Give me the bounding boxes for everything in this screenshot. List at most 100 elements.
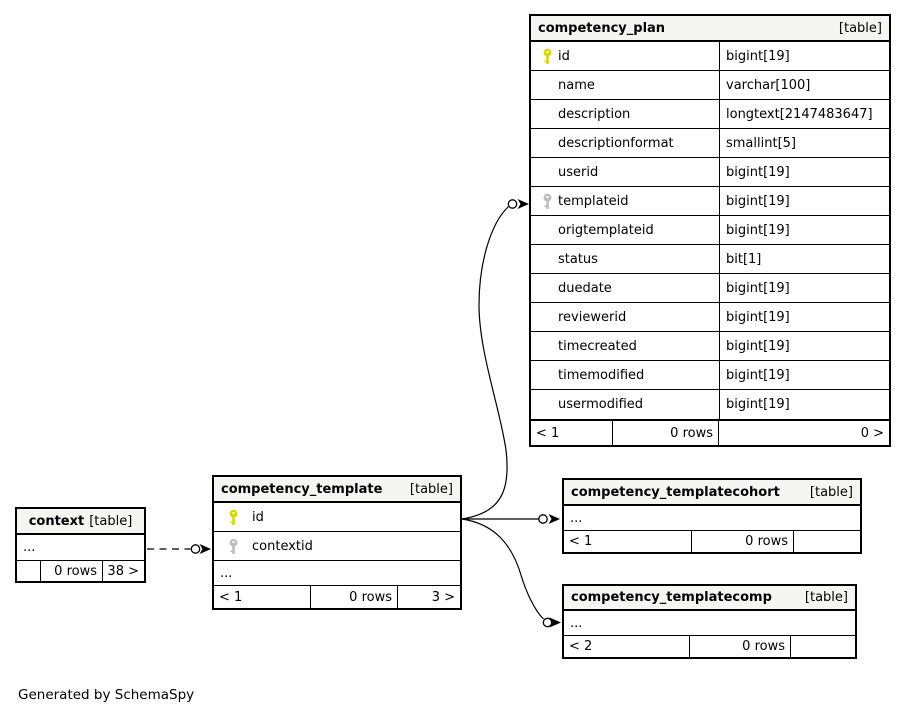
column-name: origtemplateid (558, 222, 654, 238)
connector-circle (507, 199, 518, 209)
column-name: status (558, 251, 598, 267)
pagination-next[interactable]: 0 > (718, 421, 889, 445)
row-count: 0 rows (691, 531, 793, 552)
column-row: contextid (214, 532, 460, 561)
column-name: templateid (558, 193, 629, 209)
table-name-link[interactable]: competency_template (221, 481, 383, 497)
column-name: contextid (252, 538, 313, 554)
column-name: duedate (558, 280, 612, 296)
fk-line-plan-templateid (461, 206, 509, 520)
column-type: smallint[5] (726, 135, 796, 151)
table-header: context [table] (17, 509, 144, 535)
column-name: timecreated (558, 338, 637, 354)
table-type-tag: [table] (809, 484, 853, 500)
column-row: descriptionformat smallint[5] (531, 129, 889, 158)
pagination-next[interactable]: 3 > (397, 586, 460, 608)
row-count: 0 rows (40, 561, 102, 581)
column-type: bigint[19] (726, 367, 790, 383)
column-type: longtext[2147483647] (726, 106, 873, 122)
table-competency-plan: competency_plan [table] id bigint[19] na… (529, 14, 891, 447)
primary-key-icon (543, 48, 551, 64)
table-footer: < 1 0 rows 3 > (214, 585, 460, 608)
column-row: id bigint[19] (531, 42, 889, 71)
column-row: templateid bigint[19] (531, 187, 889, 216)
column-type: bigint[19] (726, 222, 790, 238)
row-count: 0 rows (310, 586, 397, 608)
table-footer: < 1 0 rows 0 > (531, 419, 889, 445)
column-name: name (558, 77, 595, 93)
hidden-columns-ellipsis: ... (564, 611, 855, 635)
table-name-link[interactable]: competency_templatecomp (571, 590, 772, 605)
hidden-columns-ellipsis: ... (214, 561, 460, 585)
column-name: id (252, 509, 264, 525)
column-type: bigint[19] (726, 280, 790, 296)
connector-circle (190, 544, 201, 554)
column-row: origtemplateid bigint[19] (531, 216, 889, 245)
arrowhead-icon (199, 544, 211, 554)
column-type: bigint[19] (726, 397, 790, 412)
connector-circle (538, 514, 548, 524)
table-type-tag: [table] (804, 590, 848, 605)
column-type: bigint[19] (726, 309, 790, 325)
table-competency-templatecomp: competency_templatecomp [table] ... < 2 … (562, 584, 857, 659)
table-footer: < 2 0 rows (564, 635, 855, 657)
table-header: competency_templatecomp [table] (564, 586, 855, 611)
table-context: context [table] ... 0 rows 38 > (15, 507, 146, 583)
column-name: usermodified (558, 397, 644, 412)
column-type: bigint[19] (726, 164, 790, 180)
row-count: 0 rows (612, 421, 718, 445)
column-row: duedate bigint[19] (531, 274, 889, 303)
table-header: competency_templatecohort [table] (564, 480, 860, 506)
column-row: name varchar[100] (531, 71, 889, 100)
column-name: id (558, 48, 570, 64)
pagination-prev[interactable]: < 2 (569, 639, 593, 654)
arrowhead-icon (549, 617, 561, 628)
column-row: id (214, 503, 460, 532)
column-name: description (558, 106, 631, 122)
table-type-tag: [table] (838, 20, 882, 36)
primary-key-icon (229, 509, 237, 525)
pagination-prev[interactable]: < 1 (536, 425, 560, 441)
table-header: competency_template [table] (214, 477, 460, 503)
column-name: timemodified (558, 367, 645, 383)
table-name-link[interactable]: context (28, 513, 85, 529)
foreign-key-icon (543, 193, 551, 209)
table-footer: 0 rows 38 > (17, 560, 144, 581)
column-name: userid (558, 164, 599, 180)
table-competency-templatecohort: competency_templatecohort [table] ... < … (562, 478, 862, 554)
column-type: bigint[19] (726, 338, 790, 354)
pagination-next[interactable] (793, 531, 860, 552)
pagination-prev[interactable]: < 1 (219, 589, 243, 605)
arrowhead-icon (517, 199, 529, 209)
hidden-columns-ellipsis: ... (17, 535, 144, 560)
pagination-prev[interactable] (17, 561, 40, 581)
column-name: descriptionformat (558, 135, 674, 151)
pagination-prev[interactable]: < 1 (569, 534, 593, 549)
table-type-tag: [table] (89, 513, 133, 529)
column-row: reviewerid bigint[19] (531, 303, 889, 332)
table-footer: < 1 0 rows (564, 530, 860, 552)
foreign-key-icon (229, 538, 237, 554)
column-type: varchar[100] (726, 77, 811, 93)
column-row: status bit[1] (531, 245, 889, 274)
column-row: timecreated bigint[19] (531, 332, 889, 361)
table-type-tag: [table] (409, 481, 453, 497)
arrowhead-icon (548, 514, 560, 524)
column-row: userid bigint[19] (531, 158, 889, 187)
column-type: bigint[19] (726, 193, 790, 209)
column-name: reviewerid (558, 309, 627, 325)
column-row: timemodified bigint[19] (531, 361, 889, 390)
connector-circle (542, 617, 553, 628)
row-count: 0 rows (689, 636, 790, 657)
table-name-link[interactable]: competency_plan (538, 20, 666, 36)
column-type: bit[1] (726, 251, 762, 267)
pagination-next[interactable]: 38 > (102, 561, 144, 581)
table-competency-template: competency_template [table] id contextid… (212, 475, 462, 610)
pagination-next[interactable] (790, 636, 855, 657)
hidden-columns-ellipsis: ... (564, 506, 860, 530)
column-row: usermodified bigint[19] (531, 390, 889, 419)
table-header: competency_plan [table] (531, 16, 889, 42)
fk-line-templatecomp (461, 518, 544, 620)
table-name-link[interactable]: competency_templatecohort (571, 484, 780, 500)
